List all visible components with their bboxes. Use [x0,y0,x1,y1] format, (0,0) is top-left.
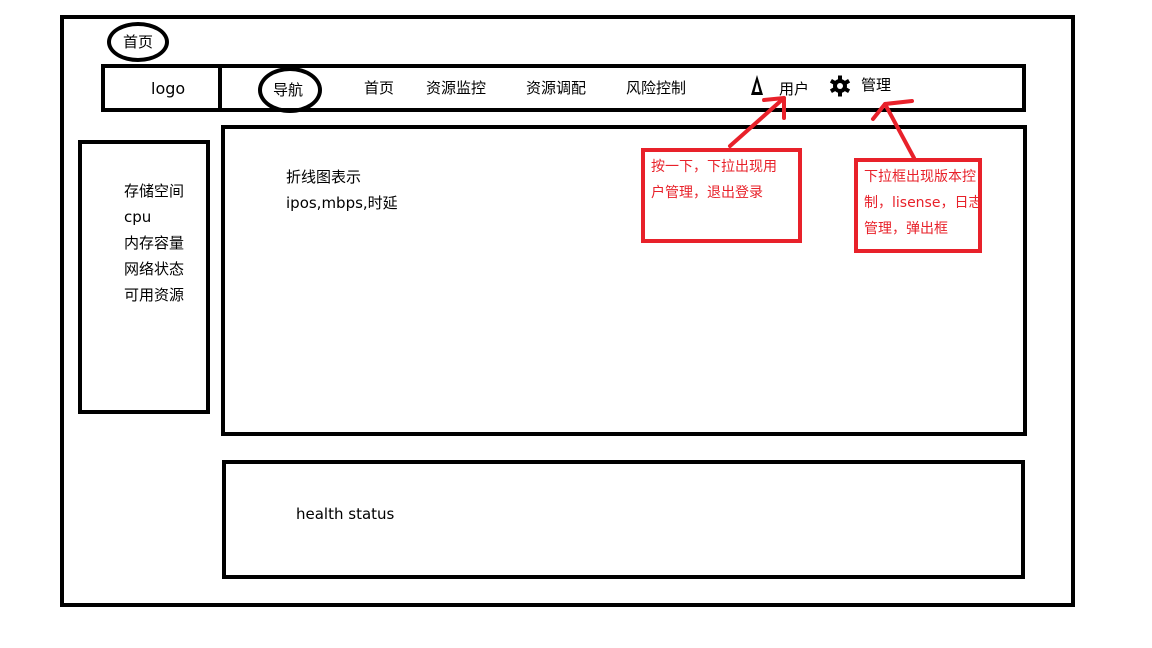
health-panel [222,460,1025,579]
health-status-label: health status [296,505,395,523]
chart-metrics: ipos,mbps,时延 [286,194,398,212]
gear-icon[interactable] [829,75,851,97]
admin-annotation: 下拉框出现版本控 制，lisense，日志 管理，弹出框 [854,158,982,253]
sidebar-item-network[interactable]: 网络状态 [124,260,185,278]
page-frame [60,15,1075,607]
admin-annotation-line-1: 下拉框出现版本控 [864,169,976,185]
admin-annotation-line-2: 制，lisense，日志 [864,195,983,211]
nav-item-home[interactable]: 首页 [364,79,395,97]
admin-annotation-line-3: 管理，弹出框 [864,221,948,237]
admin-menu[interactable]: 管理 [861,76,892,94]
user-annotation-line-2: 户管理，退出登录 [651,185,763,201]
user-menu[interactable]: 用户 [779,80,810,98]
sidebar-item-memory[interactable]: 内存容量 [124,234,185,252]
nav-divider [218,64,222,112]
sidebar-item-storage[interactable]: 存储空间 [124,182,185,200]
home-label[interactable]: 首页 [123,33,154,51]
sidebar-item-cpu[interactable]: cpu [124,208,152,226]
sidebar [78,140,210,414]
sidebar-list: 存储空间 cpu 内存容量 网络状态 可用资源 [124,178,184,308]
nav-label[interactable]: 导航 [273,81,304,99]
nav-item-resource-dispatch[interactable]: 资源调配 [526,79,587,97]
user-icon[interactable] [748,73,766,97]
user-annotation-line-1: 按一下，下拉出现用 [651,159,777,175]
nav-item-resource-monitor[interactable]: 资源监控 [426,79,487,97]
user-arrow [728,96,786,148]
chart-description: 折线图表示 [286,168,362,186]
nav-item-risk-control[interactable]: 风险控制 [626,79,687,97]
nav-ellipse [258,67,322,113]
sidebar-item-available[interactable]: 可用资源 [124,286,185,304]
main-panel [221,125,1027,436]
nav-bar [101,64,1026,112]
user-annotation: 按一下，下拉出现用 户管理，退出登录 [641,148,802,243]
home-ellipse [107,22,169,62]
admin-arrow [871,99,916,160]
logo[interactable]: logo [151,79,186,98]
